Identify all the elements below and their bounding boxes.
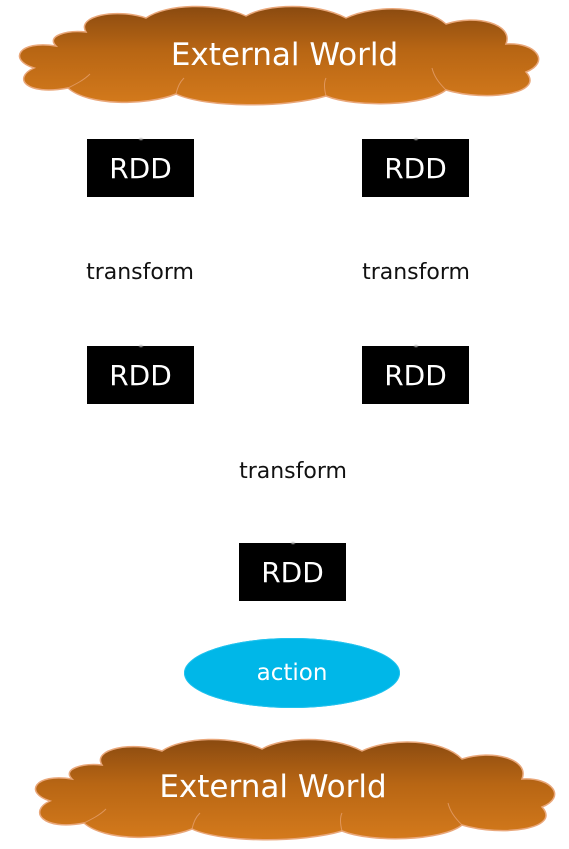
rdd-node-4: RDD	[362, 344, 469, 404]
transform-label-2: transform	[362, 260, 470, 285]
external-world-cloud-top	[18, 5, 540, 106]
action-node: action	[184, 638, 400, 708]
rdd-node-5: RDD	[239, 541, 346, 601]
external-world-cloud-bottom	[34, 738, 556, 841]
rdd-node-3: RDD	[87, 344, 194, 404]
transform-label-3: transform	[239, 459, 347, 484]
external-world-label-top: External World	[170, 37, 399, 73]
rdd-node-2: RDD	[362, 137, 469, 197]
transform-label-1: transform	[86, 260, 194, 285]
external-world-label-bottom: External World	[159, 769, 387, 805]
rdd-node-1: RDD	[87, 137, 194, 197]
